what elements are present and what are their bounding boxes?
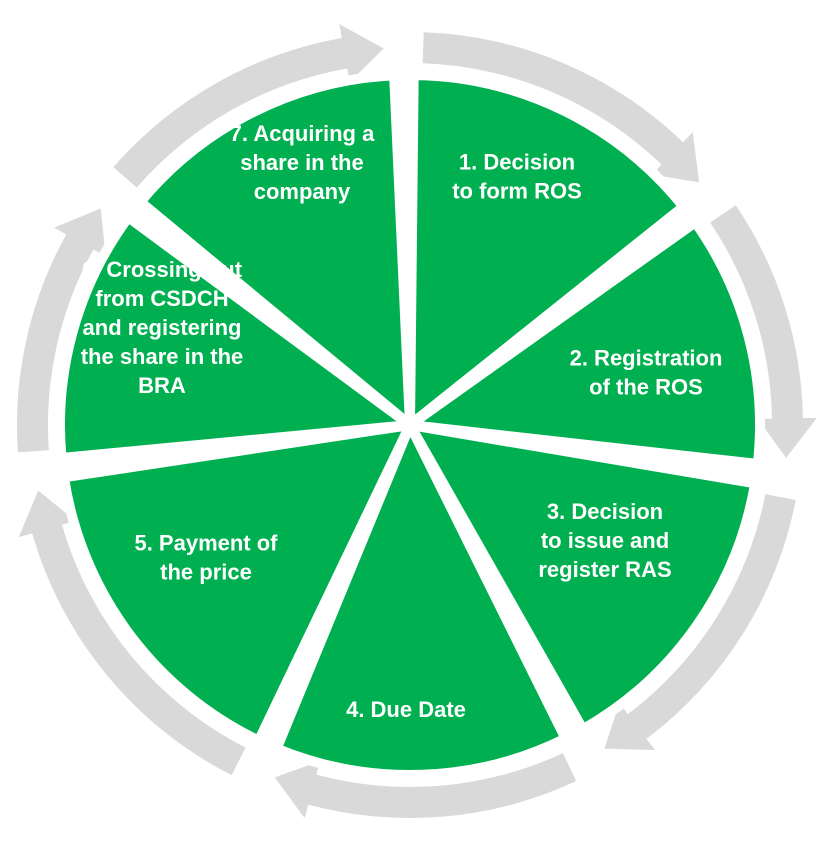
segment-6-label-line: BRA <box>138 373 186 398</box>
segment-6-label-line: and registering <box>83 315 242 340</box>
segment-1 <box>404 69 691 436</box>
segment-7 <box>133 70 416 437</box>
segment-3-label-line: to issue and <box>541 528 669 553</box>
segment-6-label: 6. Crossing out from CSDCH and registering… <box>81 257 244 398</box>
segment-7-label-line: 7. Acquiring a <box>230 121 375 146</box>
cycle-arrow-1 <box>422 32 700 183</box>
arrow-ring <box>17 24 817 819</box>
segment-1-label: 1. Decision to form ROS <box>452 150 582 204</box>
segment-5-label: 5. Payment of the price <box>134 531 278 585</box>
segment-6-label-line: 6. Crossing out <box>82 257 243 282</box>
segment-5 <box>58 418 419 748</box>
segment-2-label-line: of the ROS <box>589 375 703 400</box>
segment-4-label: 4. Due Date <box>346 697 466 722</box>
segment-3 <box>400 418 761 737</box>
segment-2 <box>396 215 765 470</box>
segment-4 <box>270 412 573 780</box>
cycle-arrow-2 <box>710 205 817 458</box>
segment-3-label-line: 3. Decision <box>547 499 663 524</box>
segment-1-label-line: to form ROS <box>452 179 582 204</box>
segment-2-label: 2. Registration of the ROS <box>570 346 723 400</box>
cycle-arrow-4 <box>274 753 577 819</box>
cycle-arrow-5 <box>18 490 246 776</box>
segment-5-label-line: 5. Payment of <box>134 531 278 556</box>
segment-5-label-line: the price <box>160 560 252 585</box>
segment-3-label-line: register RAS <box>538 557 671 582</box>
segment-6-label-line: the share in the <box>81 344 244 369</box>
segment-7-label-line: company <box>254 179 351 204</box>
segment-3-label: 3. Decision to issue and register RAS <box>538 499 671 582</box>
segment-7-label: 7. Acquiring a share in the company <box>230 121 375 204</box>
segment-6 <box>55 210 424 464</box>
segment-1-label-line: 1. Decision <box>459 150 575 175</box>
segment-7-label-line: share in the <box>240 150 363 175</box>
segment-wheel <box>55 69 765 780</box>
cycle-arrow-3 <box>604 494 796 751</box>
segment-4-label-line: 4. Due Date <box>346 697 466 722</box>
segment-2-label-line: 2. Registration <box>570 346 723 371</box>
segment-labels: 1. Decision to form ROS 2. Registration of … <box>81 121 723 722</box>
cycle-arrow-6 <box>17 208 106 453</box>
cycle-arrow-7 <box>113 24 384 188</box>
segment-6-label-line: from CSDCH <box>95 286 228 311</box>
